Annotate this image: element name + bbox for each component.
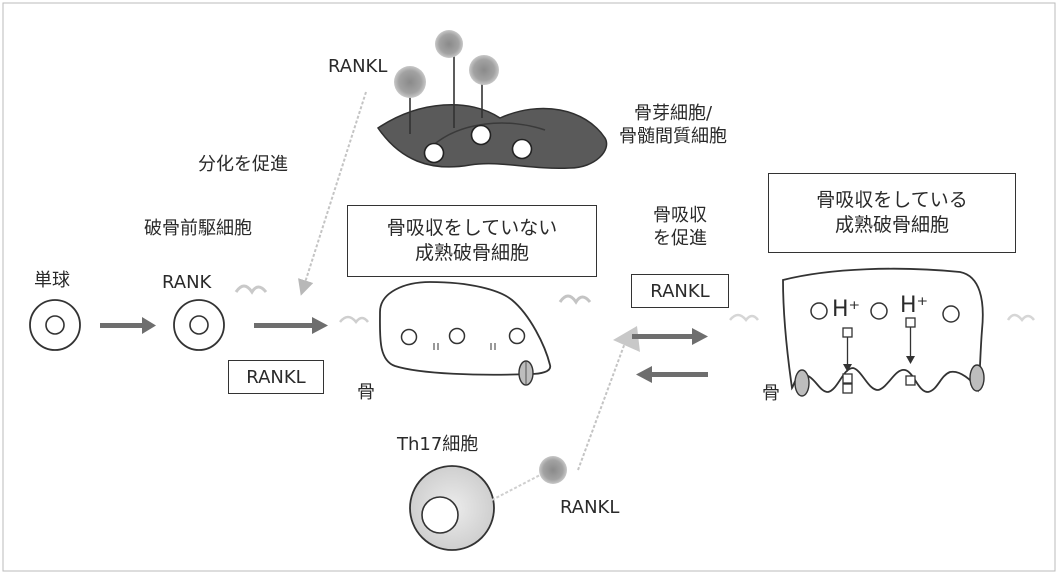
promote-resorption-line2: を促進 (653, 227, 707, 249)
signal-arrowhead (613, 326, 640, 352)
rankl-dot (435, 30, 463, 58)
rankl-tag-left: RANKL (228, 360, 324, 394)
promote-resorption-label: 骨吸収 を促進 (640, 205, 720, 250)
osteoblast-label: 骨芽細胞/ 骨髄間質細胞 (598, 103, 748, 148)
rankl-dot (394, 66, 426, 98)
rank-receptor (234, 284, 268, 295)
arrow-deactivation (636, 366, 708, 383)
rankl-label-bottom: RANKL (560, 497, 620, 518)
bone-label-left: 骨 (357, 382, 375, 403)
active-osteoclast (782, 267, 985, 397)
bone-label-right: 骨 (762, 383, 780, 404)
inactive-osteoclast (379, 281, 552, 386)
promote-resorption-line1: 骨吸収 (653, 205, 707, 226)
arrow-activation (632, 328, 708, 345)
monocyte-cell (29, 299, 81, 351)
arrow-monocyte-to-precursor (100, 317, 156, 334)
rank-receptor (1006, 313, 1035, 323)
monocyte-label: 単球 (34, 270, 70, 291)
osteoblast-cells (376, 50, 608, 170)
rank-receptor (558, 294, 592, 305)
precursor-label: 破骨前駆細胞 (144, 218, 252, 239)
osteoblast-label-line2: 骨髄間質細胞 (619, 125, 727, 147)
arrow-precursor-to-osteoclast (254, 317, 328, 334)
th17-label: Th17細胞 (397, 434, 479, 455)
promote-differentiation-label: 分化を促進 (198, 154, 288, 175)
box-active-line1: 骨吸収をしている (816, 189, 968, 212)
rankl-label-top: RANKL (328, 56, 388, 77)
proton-label-1: H⁺ (832, 297, 861, 322)
box-active-osteoclast: 骨吸収をしている 成熟破骨細胞 (768, 173, 1016, 253)
box-inactive-line1: 骨吸収をしていない (386, 217, 558, 240)
proton-label-2: H⁺ (900, 293, 929, 318)
precursor-cell (173, 299, 225, 351)
rankl-dot (539, 456, 567, 484)
box-inactive-line2: 成熟破骨細胞 (414, 242, 529, 264)
rankl-dot (469, 55, 499, 85)
box-inactive-osteoclast: 骨吸収をしていない 成熟破骨細胞 (347, 205, 597, 277)
rank-receptor (729, 313, 759, 323)
th17-cell (409, 465, 543, 551)
osteoblast-label-line1: 骨芽細胞/ (633, 103, 713, 124)
rank-label: RANK (162, 272, 212, 293)
rankl-tag-middle: RANKL (631, 274, 729, 308)
signal-arrow-th17 (577, 339, 627, 471)
box-active-line2: 成熟破骨細胞 (834, 214, 949, 236)
rank-receptor (339, 315, 369, 325)
